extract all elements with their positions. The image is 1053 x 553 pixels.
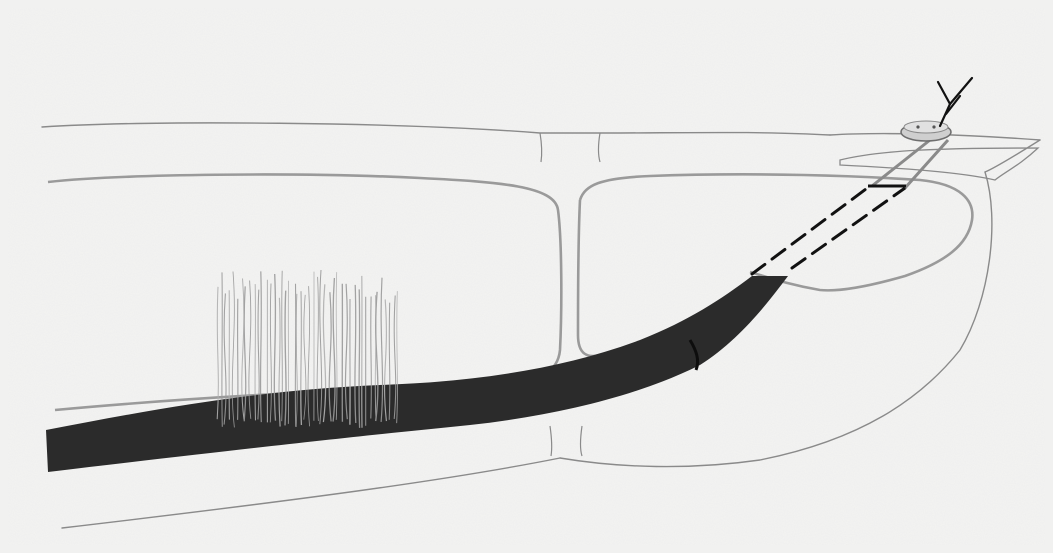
sheath-fiber — [282, 271, 283, 422]
sheath-fiber — [371, 297, 372, 419]
suture-button — [901, 121, 951, 141]
sheath-fiber — [359, 289, 360, 428]
sheath-fiber — [261, 271, 262, 422]
sheath-fiber — [301, 291, 302, 425]
sheath-fiber — [389, 303, 390, 420]
